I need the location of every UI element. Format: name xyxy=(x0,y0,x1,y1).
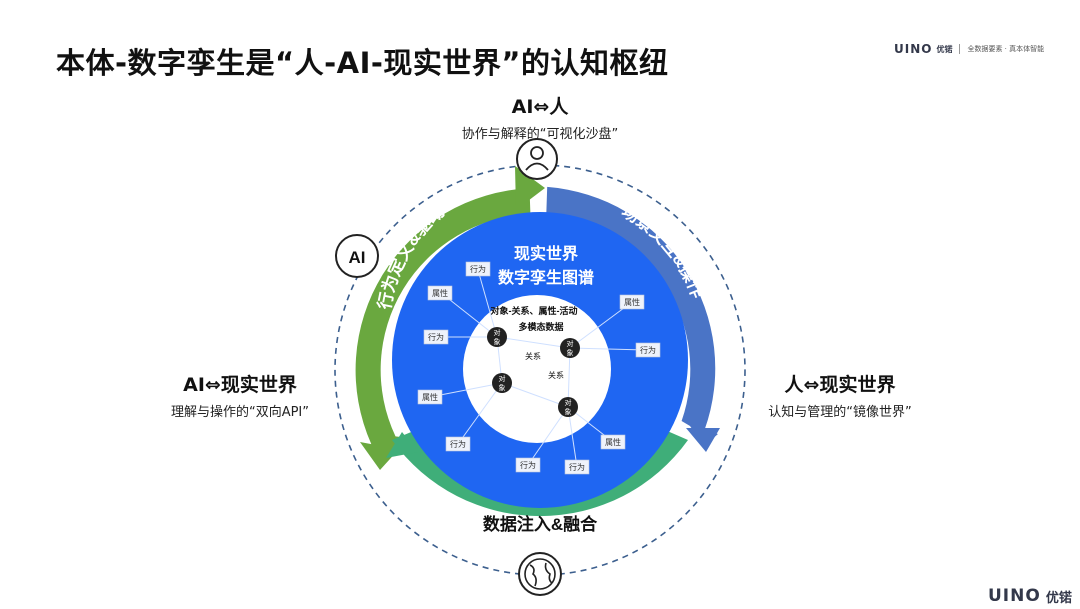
label-ai-human: AI⇔人 协作与解释的“可视化沙盘” xyxy=(420,92,660,142)
attribute-tag: 属性 xyxy=(619,294,645,310)
core-note-multimodal: 多模态数据 xyxy=(518,321,563,332)
object-node: 对 象 xyxy=(558,397,578,417)
svg-text:行为: 行为 xyxy=(569,462,585,472)
svg-text:属性: 属性 xyxy=(422,392,438,402)
svg-text:象: 象 xyxy=(499,383,506,392)
behavior-tag: 行为 xyxy=(564,459,590,475)
label-human-world-heading: 人⇔现实世界 xyxy=(784,374,896,396)
core-note-objects: 对象-关系、属性-活动 xyxy=(491,305,578,316)
ring-segment-green xyxy=(355,188,531,471)
svg-text:对: 对 xyxy=(565,398,572,407)
label-ai-world: AI⇔现实世界 理解与操作的“双向API” xyxy=(130,370,350,420)
svg-text:行为: 行为 xyxy=(470,264,486,274)
label-ai-world-sub: 理解与操作的“双向API” xyxy=(170,405,310,420)
core-title-world: 现实世界 xyxy=(514,244,578,263)
ring-segment-blue xyxy=(546,186,718,446)
brand-divider xyxy=(959,44,961,54)
brand-footer-name: 优锘 xyxy=(1045,590,1072,606)
svg-text:属性: 属性 xyxy=(605,437,621,447)
ring-segment-teal xyxy=(392,430,688,517)
label-human-world: 人⇔现实世界 认知与管理的“镜像世界” xyxy=(730,370,950,420)
brand-footer: UINO 优锘 xyxy=(988,586,1072,606)
ring-label-teal: 数据注入&融合 xyxy=(483,514,598,534)
brand-name: 优锘 xyxy=(936,44,953,54)
behavior-tag: 行为 xyxy=(423,329,449,345)
svg-text:属性: 属性 xyxy=(432,288,448,298)
object-node: 对 象 xyxy=(492,373,512,393)
svg-text:对: 对 xyxy=(567,339,574,348)
ring-arrowhead-green xyxy=(515,166,545,210)
svg-text:属性: 属性 xyxy=(624,297,640,307)
relation-label: 关系 xyxy=(525,351,541,361)
svg-text:象: 象 xyxy=(565,407,572,416)
page-title: 本体-数字孪生是“人-AI-现实世界”的认知枢纽 xyxy=(56,46,669,80)
brand-slogan: 全数据要素 · 真本体智能 xyxy=(967,45,1045,53)
attribute-tag: 属性 xyxy=(427,285,453,301)
svg-text:对: 对 xyxy=(494,328,501,337)
svg-text:行为: 行为 xyxy=(428,332,444,342)
svg-text:行为: 行为 xyxy=(450,439,466,449)
ring-arrowhead-teal xyxy=(386,432,418,458)
brand-footer-logo: UINO xyxy=(988,586,1041,606)
label-human-world-sub: 认知与管理的“镜像世界” xyxy=(768,405,912,420)
label-ai-human-sub: 协作与解释的“可视化沙盘” xyxy=(461,127,619,142)
object-node: 对 象 xyxy=(487,327,507,347)
ai-badge-label: AI xyxy=(349,248,366,267)
behavior-tag: 行为 xyxy=(445,436,471,452)
behavior-tag: 行为 xyxy=(515,457,541,473)
person-icon xyxy=(516,138,558,180)
globe-icon xyxy=(518,552,562,596)
brand-header: UINO 优锘 全数据要素 · 真本体智能 xyxy=(894,42,1044,56)
attribute-tag: 属性 xyxy=(417,389,443,405)
svg-text:象: 象 xyxy=(567,348,574,357)
relation-label: 关系 xyxy=(548,370,564,380)
svg-text:象: 象 xyxy=(494,337,501,346)
label-ai-world-heading: AI⇔现实世界 xyxy=(183,374,297,396)
svg-text:行为: 行为 xyxy=(640,345,656,355)
core-title-graph: 数字孪生图谱 xyxy=(498,268,594,287)
attribute-tag: 属性 xyxy=(600,434,626,450)
svg-text:行为: 行为 xyxy=(520,460,536,470)
object-node: 对 象 xyxy=(560,338,580,358)
behavior-tag: 行为 xyxy=(635,342,661,358)
relationship-core xyxy=(463,295,611,443)
brand-logo: UINO xyxy=(894,42,933,56)
svg-text:对: 对 xyxy=(499,374,506,383)
behavior-tag: 行为 xyxy=(465,261,491,277)
ai-badge-icon: AI xyxy=(335,234,379,278)
ring-arrowhead-blue xyxy=(686,428,720,452)
label-ai-human-heading: AI⇔人 xyxy=(511,96,569,118)
